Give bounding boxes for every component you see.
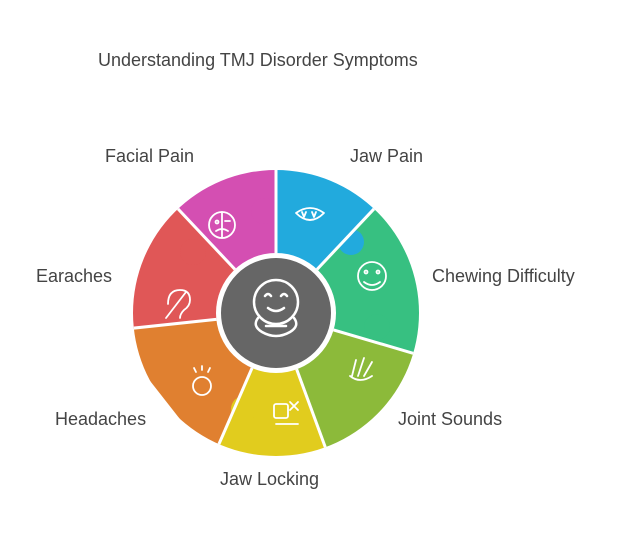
mouth-teeth-icon: [295, 207, 325, 221]
label-facial-pain: Facial Pain: [105, 146, 195, 166]
center-circle: [217, 254, 335, 372]
chewing-face-icon: [357, 261, 387, 291]
head-ache-icon: [192, 365, 212, 396]
page-title: Understanding TMJ Disorder Symptoms: [98, 50, 418, 70]
hand-gesture-icon: [349, 357, 373, 381]
face-pain-icon: [208, 211, 236, 239]
hugging-face-icon: [252, 278, 300, 338]
label-jaw-locking: Jaw Locking: [220, 469, 320, 489]
label-jaw-pain: Jaw Pain: [350, 146, 424, 166]
label-joint-sounds: Joint Sounds: [398, 409, 503, 429]
label-headaches: Headaches: [55, 409, 147, 429]
label-chewing-difficulty: Chewing Difficulty: [432, 266, 575, 286]
segment-jaw-locking: [212, 313, 330, 456]
ear-icon: [165, 289, 191, 319]
locked-figure-icon: [273, 401, 299, 425]
label-earaches: Earaches: [36, 266, 113, 286]
